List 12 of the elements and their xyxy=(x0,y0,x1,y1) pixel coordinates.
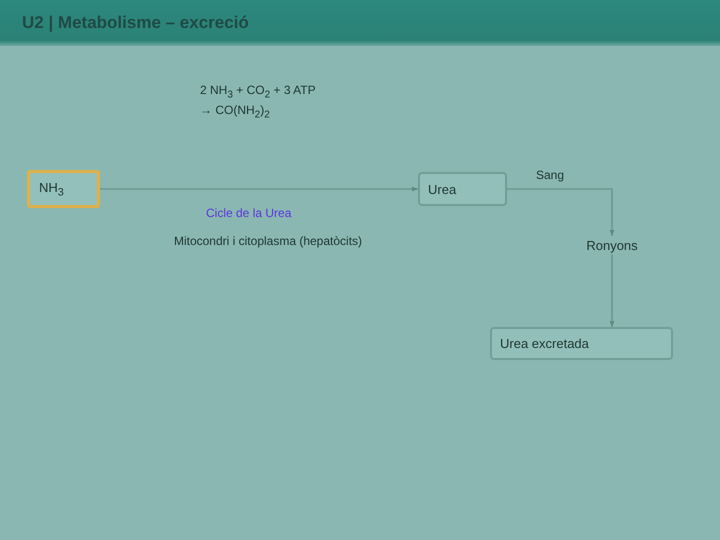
edge-label: Sang xyxy=(534,168,566,183)
slide-title: U2 | Metabolisme – excreció xyxy=(22,13,249,33)
note-text: 2 NH$_{3}$ + CO$_{2}$ + 3 ATP xyxy=(200,83,316,102)
process-box: Urea excretada xyxy=(490,327,673,360)
process-box: Urea xyxy=(418,172,507,206)
note-text: Mitocondri i citoplasma (hepatòcits) xyxy=(172,234,364,249)
arrow xyxy=(507,188,614,236)
note-text: → CO(NH$_{2}$)$_{2}$ xyxy=(200,103,270,122)
arrow xyxy=(610,254,614,327)
process-box: NH$_{3}$ xyxy=(27,170,100,208)
node-text: Ronyons xyxy=(583,236,641,254)
arrow xyxy=(100,186,418,192)
